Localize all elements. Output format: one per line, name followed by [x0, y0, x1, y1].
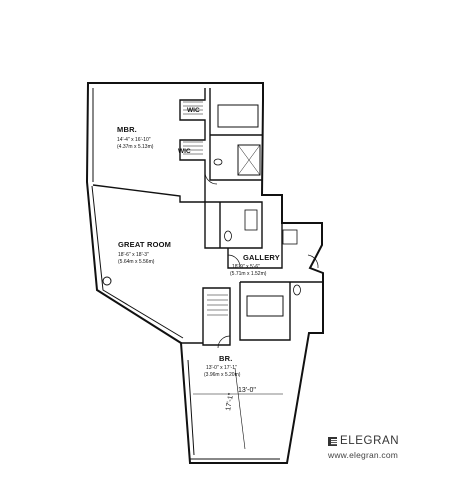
closet-shelving [183, 141, 203, 155]
room-dim-great-room-m: (5.64m x 5.56m) [118, 259, 155, 265]
measure-width: 13'-0" [238, 387, 256, 394]
interior-wall [239, 282, 291, 341]
dimension-line [234, 367, 246, 450]
elegran-logo-icon [328, 436, 337, 446]
closet-shelving [183, 101, 203, 115]
sink [213, 158, 223, 166]
door-swing [204, 171, 218, 185]
closet-shelving [207, 294, 228, 316]
toilet [293, 284, 301, 296]
interior-wall [204, 201, 263, 249]
measure-depth: 17'-1" [225, 392, 235, 411]
room-dim-bedroom-m: (3.96m x 5.20m) [204, 372, 241, 378]
window-wall [187, 359, 195, 456]
room-name-great-room: GREAT ROOM [118, 240, 171, 249]
room-name-master: MBR. [117, 125, 137, 134]
exterior-wall [85, 82, 324, 464]
range [244, 209, 258, 231]
door-swing [217, 335, 231, 349]
toilet [224, 230, 232, 242]
brand-row: ELEGRAN [328, 435, 438, 447]
interior-wall [227, 223, 283, 269]
bathtub [246, 295, 284, 317]
interior-wall [209, 88, 262, 181]
bathtub [217, 104, 259, 128]
room-dim-gallery-m: (5.71m x 1.52m) [230, 271, 267, 277]
brand-name: ELEGRAN [340, 435, 400, 447]
interior-wall [202, 287, 231, 346]
brand-url[interactable]: www.elegran.com [328, 450, 399, 460]
door-swing [227, 254, 241, 268]
window-wall [91, 185, 184, 339]
brand-block: ELEGRAN www.elegran.com [328, 435, 438, 460]
shower [237, 144, 261, 176]
room-name-gallery: GALLERY [243, 253, 280, 262]
shower [237, 144, 261, 176]
wc-box [282, 229, 298, 245]
room-dim-bedroom-ft: 13'-0" x 17'-1" [206, 365, 237, 371]
room-dim-master-ft: 14'-4" x 16'-10" [117, 137, 151, 143]
door-swing [307, 254, 319, 269]
interior-wall [92, 184, 205, 203]
column [102, 276, 112, 286]
room-dim-great-room-ft: 18'-6" x 18'-3" [118, 252, 149, 258]
closet-label-top: WIC [187, 107, 200, 114]
interior-wall [179, 88, 206, 202]
room-dim-master-m: (4.37m x 5.13m) [117, 144, 154, 150]
closet-label-bottom: WIC [178, 148, 191, 155]
room-dim-gallery-ft: 18'-9" x 5'-6" [232, 264, 260, 270]
room-name-bedroom: BR. [219, 354, 233, 363]
